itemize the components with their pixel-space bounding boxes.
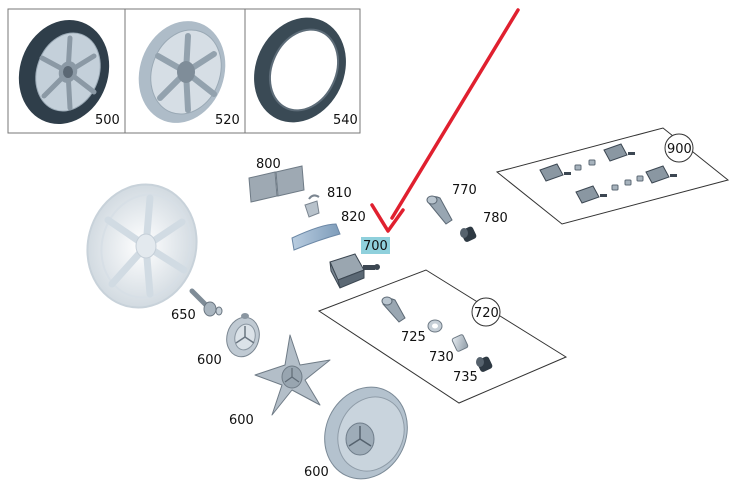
spoke-cover-icon[interactable]: [254, 334, 331, 416]
header-panels: 500 520 540: [5, 2, 362, 137]
cap-icon[interactable]: [476, 356, 493, 373]
callout-735[interactable]: 735: [453, 370, 478, 385]
pressure-sensor-icon[interactable]: [329, 253, 380, 289]
tire-icon[interactable]: [237, 2, 362, 137]
disc-cover-icon[interactable]: [310, 373, 422, 492]
repair-kit-box: [317, 269, 568, 404]
clip-weight-icon[interactable]: [304, 194, 320, 218]
wheel-bolt-icon[interactable]: [189, 288, 223, 317]
panel-number-500[interactable]: 500: [95, 113, 120, 128]
callout-600-b[interactable]: 600: [229, 413, 254, 428]
callout-650[interactable]: 650: [171, 308, 196, 323]
callout-730[interactable]: 730: [429, 350, 454, 365]
callout-700[interactable]: 700: [363, 239, 388, 254]
valve-stem-icon[interactable]: [426, 195, 453, 225]
valve-kit-icon[interactable]: [381, 296, 406, 323]
callout-720[interactable]: 720: [474, 306, 499, 321]
faded-rim-graphic: [86, 183, 198, 309]
sensor-set-icon[interactable]: [539, 143, 677, 204]
valve-cap-icon[interactable]: [460, 226, 477, 243]
callout-780[interactable]: 780: [483, 211, 508, 226]
callout-600-c[interactable]: 600: [304, 465, 329, 480]
washer-icon[interactable]: [427, 319, 443, 333]
adhesive-weight-icon[interactable]: [291, 223, 341, 251]
callout-circle-720: [471, 297, 501, 327]
callout-820[interactable]: 820: [341, 210, 366, 225]
callout-800[interactable]: 800: [256, 157, 281, 172]
panel-number-520[interactable]: 520: [215, 113, 240, 128]
part-highlight: [361, 237, 390, 254]
pointer-arrow-icon: [370, 8, 520, 233]
hub-cap-icon[interactable]: [222, 313, 263, 360]
complete-wheel-icon[interactable]: [5, 7, 124, 137]
callout-770[interactable]: 770: [452, 183, 477, 198]
callout-725[interactable]: 725: [401, 330, 426, 345]
rim-icon[interactable]: [125, 9, 240, 135]
balance-weights-icon[interactable]: [248, 165, 305, 203]
callout-810[interactable]: 810: [327, 186, 352, 201]
callout-600-a[interactable]: 600: [197, 353, 222, 368]
callout-circle-900: [664, 133, 694, 163]
valve-nut-icon[interactable]: [451, 334, 469, 352]
panel-number-540[interactable]: 540: [333, 113, 358, 128]
callout-900[interactable]: 900: [667, 142, 692, 157]
sensor-set-box: [495, 127, 730, 225]
